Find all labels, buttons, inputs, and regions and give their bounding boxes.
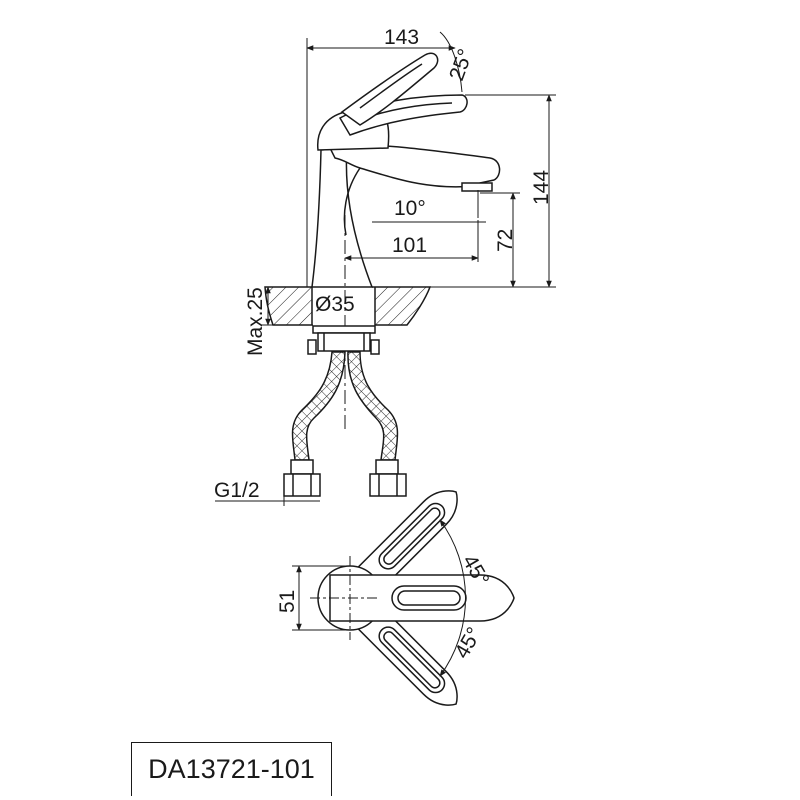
side-view: [311, 52, 501, 430]
fitting-right-collar: [375, 459, 399, 475]
fitting-left-nut: [283, 473, 321, 497]
fitting-left-collar: [290, 459, 314, 475]
dim-spout-angle: 10°: [394, 197, 426, 220]
fitting-right-nut: [369, 473, 407, 497]
spout-aerator: [461, 182, 493, 192]
dim-width-total: 143: [384, 26, 419, 49]
dim-spout-height: 72: [494, 229, 517, 252]
model-number-box: DA13721-101: [131, 742, 332, 796]
faucet-spout: [328, 144, 501, 188]
dim-top-width: 51: [276, 590, 299, 613]
hose-right: [347, 351, 399, 461]
side-dimension-lines: [215, 31, 556, 506]
top-view: [310, 490, 515, 706]
countertop-section: [264, 286, 435, 326]
dim-connection: G1/2: [214, 479, 260, 502]
mounting-nut: [317, 332, 371, 352]
dim-spout-reach: 101: [392, 234, 427, 257]
mounting-stud-left: [307, 339, 317, 355]
dim-height-total: 144: [530, 170, 553, 205]
model-number: DA13721-101: [148, 754, 315, 784]
washer: [312, 325, 376, 334]
mounting-stud-right: [370, 339, 380, 355]
dim-handle-angle: 25°: [445, 46, 477, 84]
mounting-assembly: [283, 325, 407, 497]
lever-upper: [340, 52, 439, 126]
spout-inner-line: [343, 167, 361, 236]
lever-upper-inset: [359, 63, 423, 109]
top-dimension-lines: [292, 519, 467, 677]
dim-max-deck: Max.25: [244, 287, 267, 356]
dim-rotate-bottom: 45°: [450, 623, 486, 662]
dim-base-diameter: Ø35: [315, 293, 355, 316]
rotation-arc: [439, 519, 467, 677]
hose-left: [291, 351, 346, 461]
